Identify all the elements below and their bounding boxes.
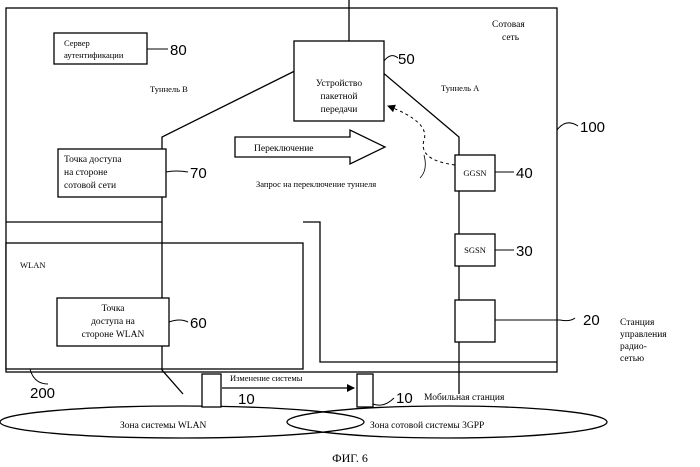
packet-device-label: Устройство <box>316 78 362 89</box>
wlan-zone-label: Зона системы WLAN <box>120 421 206 431</box>
wlan-ap-label-3: стороне WLAN <box>82 330 145 340</box>
cellular-ap-label-3: сотовой сети <box>64 180 116 191</box>
cellular-ap-label-2: на стороне <box>64 168 107 178</box>
ref-60: 60 <box>190 315 207 332</box>
ref-30: 30 <box>516 243 533 260</box>
rnc-label: Станция <box>620 318 655 328</box>
cellular-network-label: Сотовая <box>492 20 525 30</box>
packet-device-label-2: пакетной <box>321 91 358 102</box>
auth-server-label-2: аутентификации <box>64 50 124 60</box>
packet-device-label-3: передачи <box>321 105 358 115</box>
cellular-network-label-2: сеть <box>502 33 520 43</box>
auth-server-label: Сервер <box>64 38 90 48</box>
system-change-label: Изменение системы <box>230 373 303 383</box>
cellular-zone-label: Зона сотовой системы 3GPP <box>370 420 484 431</box>
leader-100 <box>557 123 578 130</box>
figure-caption: ФИГ. 6 <box>332 451 368 465</box>
ref-10-right: 10 <box>396 390 413 407</box>
mobile-station-wlan <box>202 374 221 407</box>
wlan-label: WLAN <box>20 260 46 270</box>
rnc-label-4: сетью <box>620 354 644 364</box>
mobile-station-label: Мобильная станция <box>424 392 505 403</box>
mobile-station-cellular <box>357 374 373 407</box>
tunnel-a-label: Туннель А <box>441 83 480 93</box>
leader-200 <box>30 369 48 384</box>
cellular-ap-label: Точка доступа <box>64 155 122 165</box>
ref-40: 40 <box>516 165 533 182</box>
rnc-label-2: управления <box>620 330 667 340</box>
ref-10-left: 10 <box>238 391 255 408</box>
leader-10-right <box>373 398 394 405</box>
ref-70: 70 <box>190 165 207 182</box>
ref-50: 50 <box>398 51 415 68</box>
tunnel-b-label: Туннель В <box>150 84 188 94</box>
rnc-label-3: радио- <box>620 342 647 352</box>
switch-label: Переключение <box>254 144 314 154</box>
ref-100: 100 <box>580 119 605 136</box>
ref-20: 20 <box>583 312 600 329</box>
ref-80: 80 <box>170 42 187 59</box>
ggsn-label: GGSN <box>463 168 486 178</box>
leader-50 <box>384 56 398 61</box>
leader-70 <box>166 171 188 172</box>
switch-request-leader <box>420 155 425 178</box>
rnc-box <box>455 300 495 342</box>
wlan-ap-label-2: доступа на <box>91 317 136 327</box>
sgsn-label: SGSN <box>464 245 486 255</box>
wlan-ap-label: Точка <box>101 304 125 314</box>
ref-200: 200 <box>30 385 55 402</box>
leader-20 <box>495 318 575 321</box>
switch-request-arrow <box>388 106 455 165</box>
switch-request-label: Запрос на переключение туннеля <box>256 179 376 189</box>
